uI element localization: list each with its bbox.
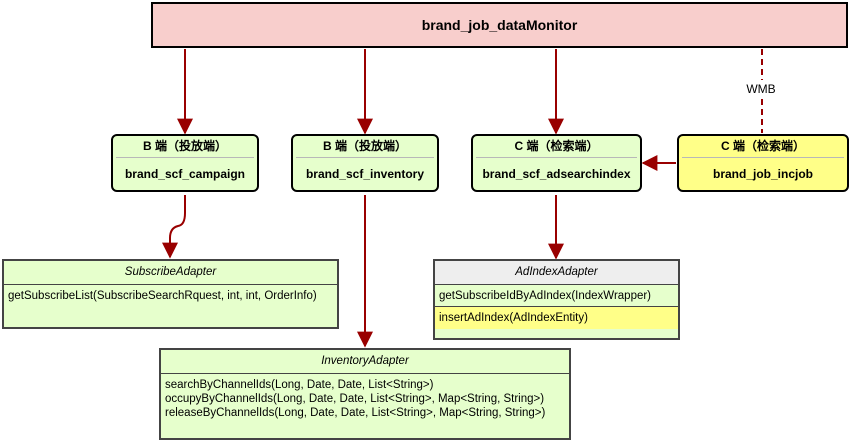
subscribe-adapter-method: getSubscribeList(SubscribeSearchRquest, … [8, 290, 317, 302]
service-adsearchindex: C 端（检索端） brand_scf_adsearchindex [471, 134, 642, 192]
adindex-adapter-class: AdIndexAdapter getSubscribeIdByAdIndex(I… [433, 259, 680, 340]
service-adsearchindex-header: C 端（检索端） [476, 136, 637, 158]
inventory-adapter-method: searchByChannelIds(Long, Date, Date, Lis… [165, 379, 434, 391]
service-campaign: B 端（投放端） brand_scf_campaign [111, 134, 259, 192]
subscribe-adapter-name: SubscribeAdapter [4, 261, 337, 285]
service-campaign-header: B 端（投放端） [116, 136, 254, 158]
monitor-job-box: brand_job_dataMonitor [151, 2, 848, 48]
adindex-adapter-name: AdIndexAdapter [435, 261, 678, 285]
service-inventory-header: B 端（投放端） [296, 136, 434, 158]
service-campaign-name: brand_scf_campaign [124, 167, 246, 181]
inventory-adapter-method: releaseByChannelIds(Long, Date, Date, Li… [165, 407, 546, 419]
wmb-edge-label: WMB [744, 80, 778, 98]
inventory-adapter-name: InventoryAdapter [161, 350, 569, 374]
inventory-adapter-class: InventoryAdapter searchByChannelIds(Long… [159, 348, 571, 440]
service-inventory: B 端（投放端） brand_scf_inventory [291, 134, 439, 192]
service-adsearchindex-name: brand_scf_adsearchindex [482, 167, 631, 181]
monitor-job-title: brand_job_dataMonitor [421, 17, 578, 33]
adindex-adapter-method: insertAdIndex(AdIndexEntity) [435, 307, 678, 329]
service-incjob: C 端（检索端） brand_job_incjob [677, 134, 849, 192]
edge-campaign-subscribe [162, 195, 186, 259]
service-incjob-header: C 端（检索端） [682, 136, 844, 158]
adindex-adapter-method: getSubscribeIdByAdIndex(IndexWrapper) [435, 285, 678, 307]
inventory-adapter-method: occupyByChannelIds(Long, Date, Date, Lis… [165, 393, 545, 405]
subscribe-adapter-class: SubscribeAdapter getSubscribeList(Subscr… [2, 259, 339, 329]
service-inventory-name: brand_scf_inventory [305, 167, 425, 181]
service-incjob-name: brand_job_incjob [712, 167, 813, 181]
